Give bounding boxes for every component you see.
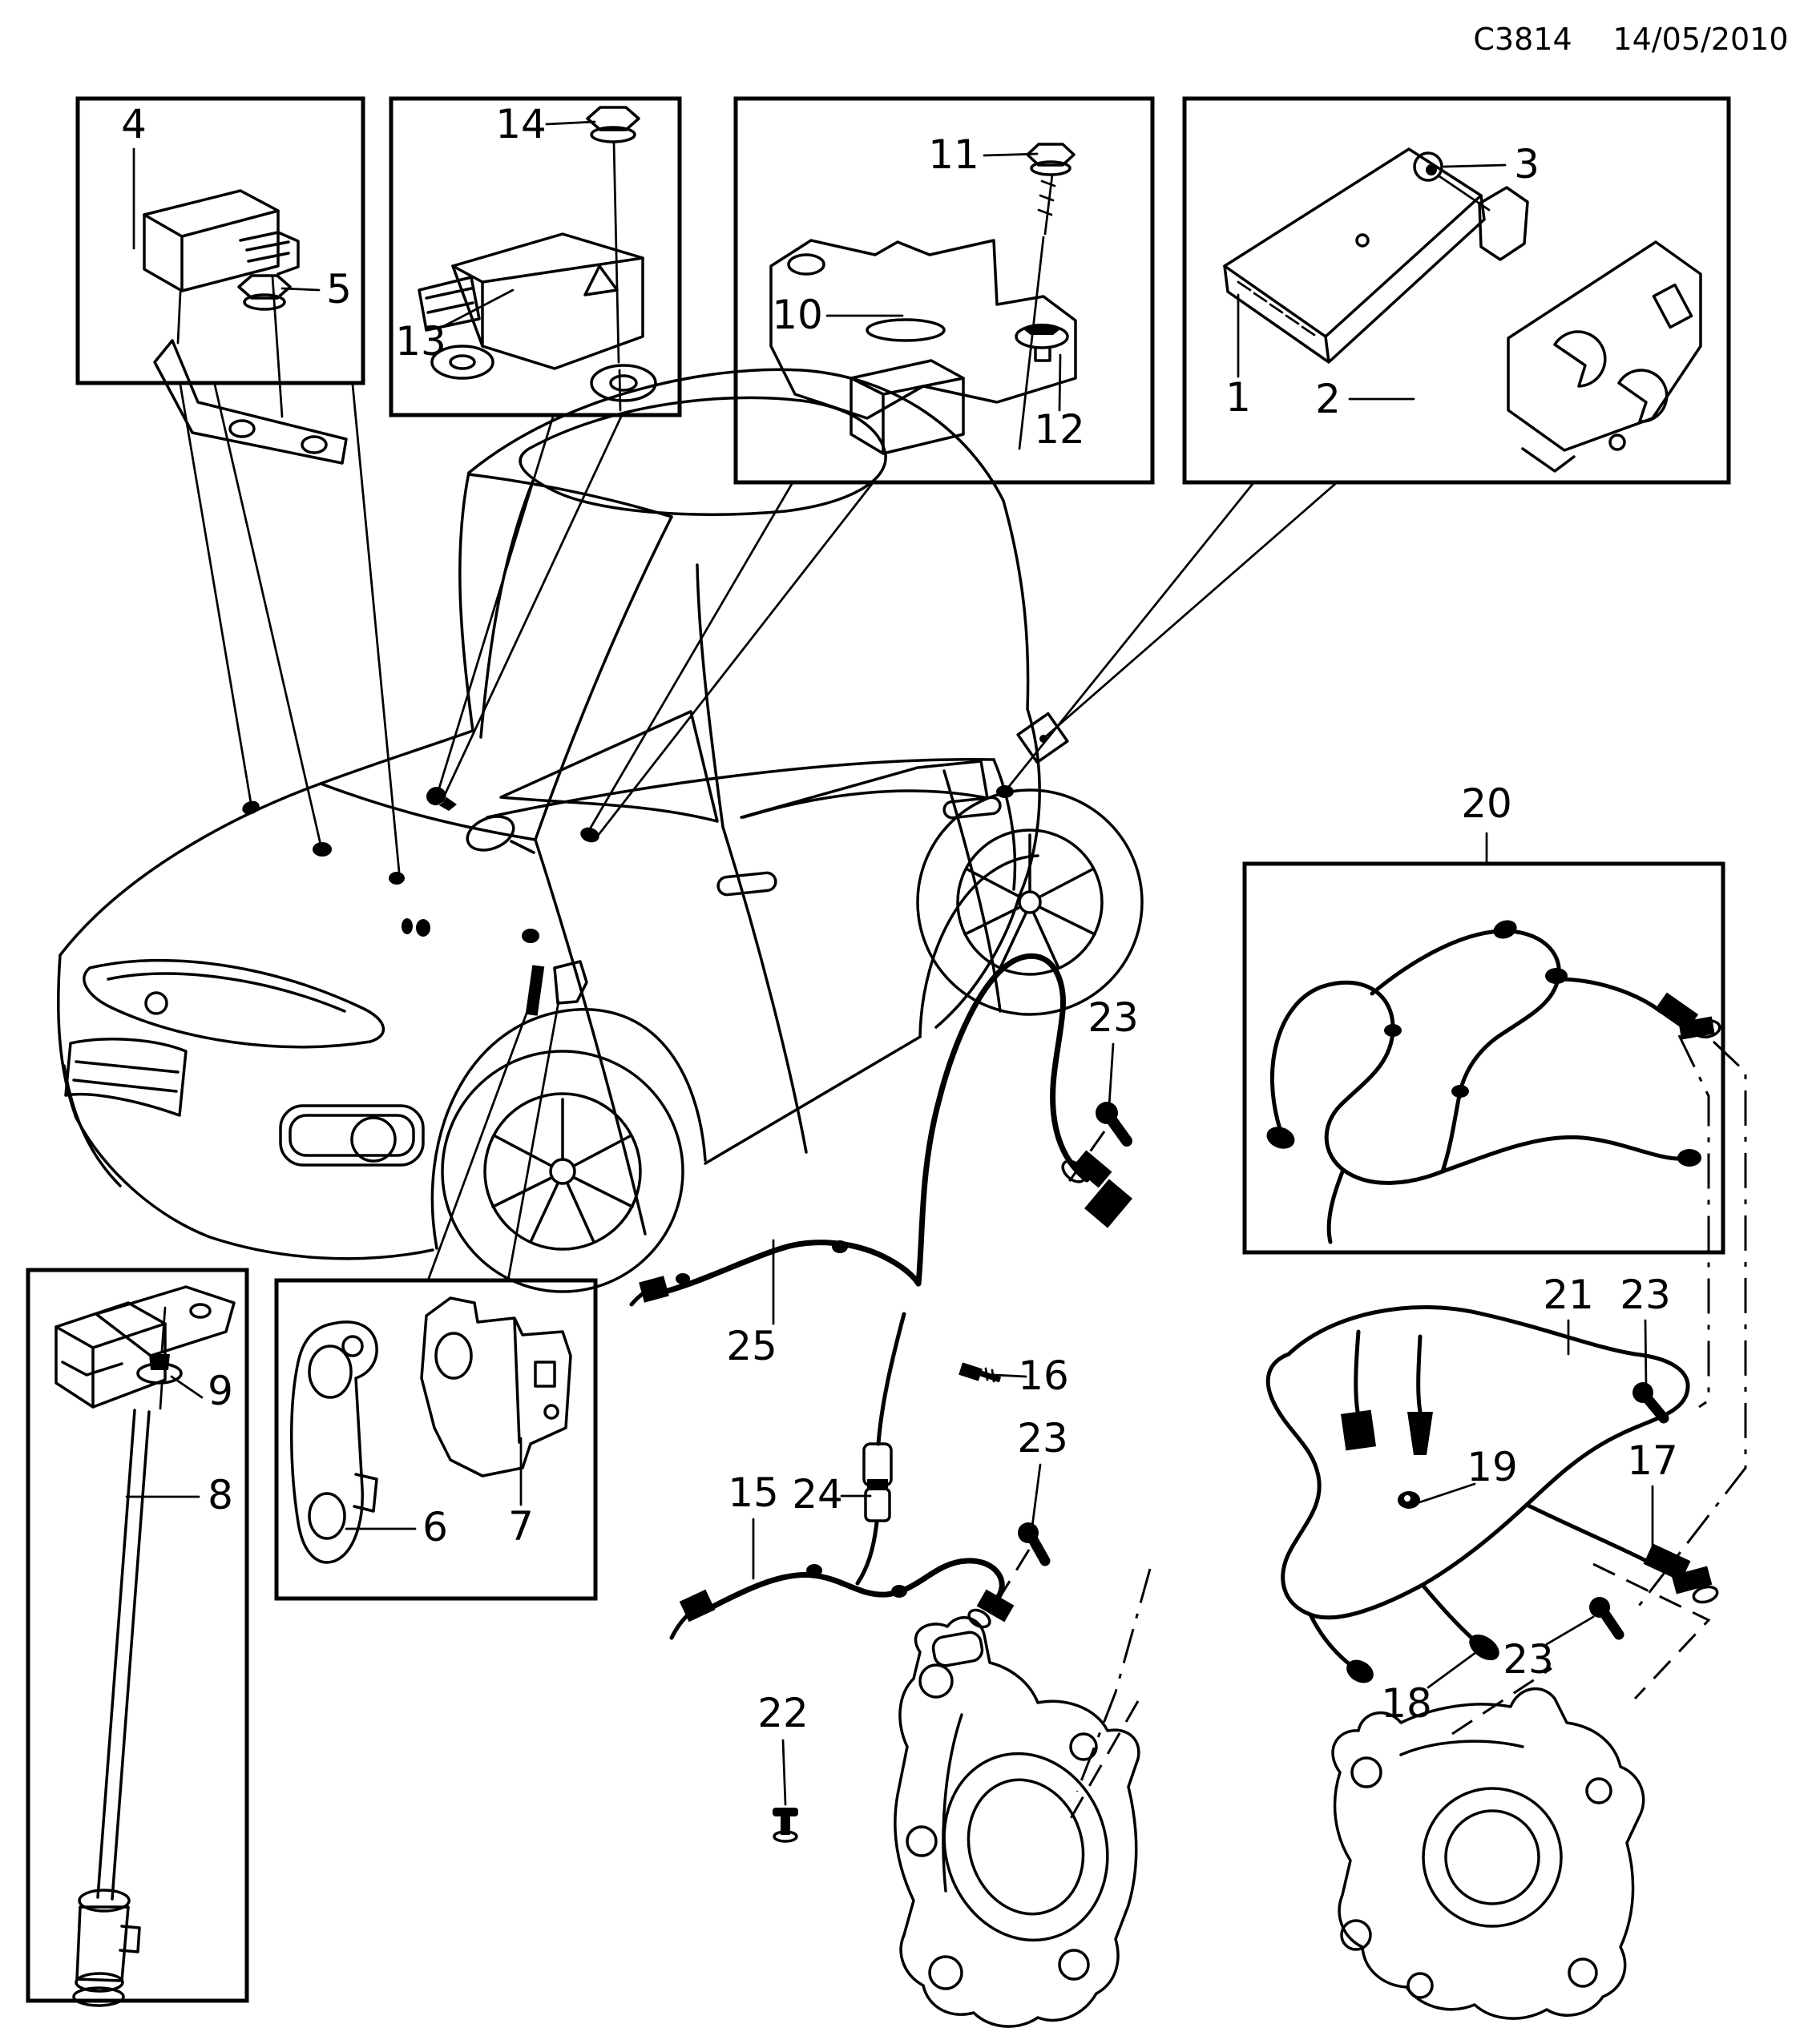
detail-box-13-14: [389, 96, 682, 417]
marker-apillar-base: [522, 929, 539, 943]
abs-sensor-17-drawing: [1643, 1543, 1691, 1582]
rear-knuckle-drawing: [1331, 1687, 1645, 2020]
marker-arch-sensor: [525, 965, 545, 1016]
screw-16-drawing: [959, 1362, 1002, 1383]
callout-15: 15: [728, 1470, 779, 1516]
sheet-header: C3814 14/05/2010: [1473, 22, 1788, 57]
front-knuckle-drawing: [894, 1616, 1140, 2028]
callout-18: 18: [1381, 1680, 1432, 1727]
detail-box-8-9: [26, 1268, 249, 2003]
sensor-4-drawing: [143, 189, 348, 465]
marker-hinge-b: [416, 919, 430, 937]
callout-14: 14: [495, 101, 547, 147]
callout-5: 5: [326, 266, 352, 312]
harness-25-drawing: [629, 953, 1132, 1586]
marker-cowl-lower: [389, 872, 405, 885]
grommet-12-drawing: [1015, 323, 1069, 362]
detail-box-10-11-12: [733, 96, 1155, 485]
sheet-date: 14/05/2010: [1612, 22, 1788, 57]
marker-bpillar: [580, 827, 599, 843]
ecu-1-drawing: [1223, 147, 1486, 364]
callout-11: 11: [928, 131, 979, 178]
sheet-code: C3814: [1473, 22, 1572, 57]
marker-cowl-center: [426, 787, 457, 811]
callout-2: 2: [1315, 376, 1341, 422]
callout-7: 7: [508, 1503, 534, 1550]
callout-23c: 23: [1017, 1415, 1068, 1461]
callout-23a: 23: [1088, 994, 1139, 1041]
marker-ecu-plate: [1016, 712, 1069, 764]
callout-10: 10: [772, 292, 823, 338]
callout-labels: 4 5 14 13 11 10 12 3 1 2 20 23 25 16 21 …: [121, 101, 1678, 1736]
door-handle-front: [716, 871, 777, 897]
connector-24-drawing: [862, 1442, 893, 1522]
sensor-8-drawing: [54, 1285, 236, 2007]
callout-6: 6: [422, 1504, 448, 1550]
harness-20-drawing: [1266, 920, 1721, 1244]
callout-4: 4: [121, 101, 147, 147]
clip-22-drawing: [773, 1808, 798, 1843]
harness-21-drawing: [1265, 1305, 1719, 1683]
marker-arch-bracket: [553, 960, 588, 1005]
bracket-2-drawing: [1413, 151, 1702, 473]
detail-box-6-7: [274, 1278, 598, 1601]
bracket-6-drawing: [289, 1320, 378, 1564]
callout-20: 20: [1461, 780, 1512, 827]
front-wheel: [441, 1050, 684, 1293]
bolt-23d-drawing: [1589, 1597, 1624, 1640]
harness-15-drawing: [669, 1558, 1015, 1640]
nut-14-drawing: [586, 106, 640, 143]
marker-sill-rear: [996, 785, 1014, 798]
bolt-11-drawing: [1018, 143, 1076, 450]
locator-lines: [997, 1034, 1747, 1828]
callout-8: 8: [208, 1472, 233, 1518]
bracket-7-drawing: [420, 1296, 572, 1478]
callout-leaders: [125, 120, 1654, 1806]
grommet-9-drawing: [136, 1354, 183, 1385]
hood-emblem: [144, 991, 168, 1015]
bolt-23c-drawing: [1018, 1522, 1051, 1566]
fog-lamp: [279, 1104, 425, 1167]
detail-box-4-5: [75, 96, 365, 385]
callout-21: 21: [1543, 1272, 1594, 1318]
detail-box-20: [1242, 861, 1725, 1255]
callout-23b: 23: [1620, 1272, 1671, 1318]
grille: [64, 1038, 188, 1117]
car-mounting-markers: [242, 712, 1069, 1016]
box-to-car-leaders: [179, 383, 1337, 1282]
door-mirror: [466, 815, 515, 852]
rear-wheel: [916, 788, 1144, 1016]
marker-hinge-a: [402, 918, 413, 934]
marker-cowl-left: [313, 842, 332, 857]
car-drawing: [57, 368, 1144, 1293]
callout-9: 9: [208, 1368, 233, 1414]
marker-hood-left: [242, 800, 260, 815]
callout-24: 24: [792, 1471, 843, 1518]
detail-boxes: [26, 96, 1731, 2003]
detail-box-1-2-3: [1182, 96, 1731, 485]
callout-13: 13: [395, 318, 446, 365]
screw-3-drawing: [1413, 151, 1491, 212]
headlight: [83, 958, 385, 1049]
callout-12: 12: [1034, 406, 1085, 453]
bolt-23b-drawing: [1632, 1382, 1669, 1424]
clip-19-drawing: [1398, 1491, 1420, 1509]
callout-3: 3: [1514, 141, 1540, 187]
callout-16: 16: [1018, 1353, 1069, 1399]
door-handle-rear: [942, 796, 1002, 820]
bolt-23a-drawing: [1096, 1102, 1132, 1147]
sunroof: [519, 396, 887, 516]
abs-sensor-18-drawing: [1469, 1634, 1499, 1661]
sensor-13-drawing: [418, 106, 657, 412]
callout-17: 17: [1627, 1437, 1678, 1484]
callout-25: 25: [726, 1323, 777, 1369]
callout-19: 19: [1467, 1444, 1518, 1490]
callout-23d: 23: [1503, 1636, 1554, 1683]
nut-5-drawing: [237, 274, 292, 311]
callout-1: 1: [1225, 374, 1251, 421]
callout-22: 22: [757, 1690, 809, 1736]
